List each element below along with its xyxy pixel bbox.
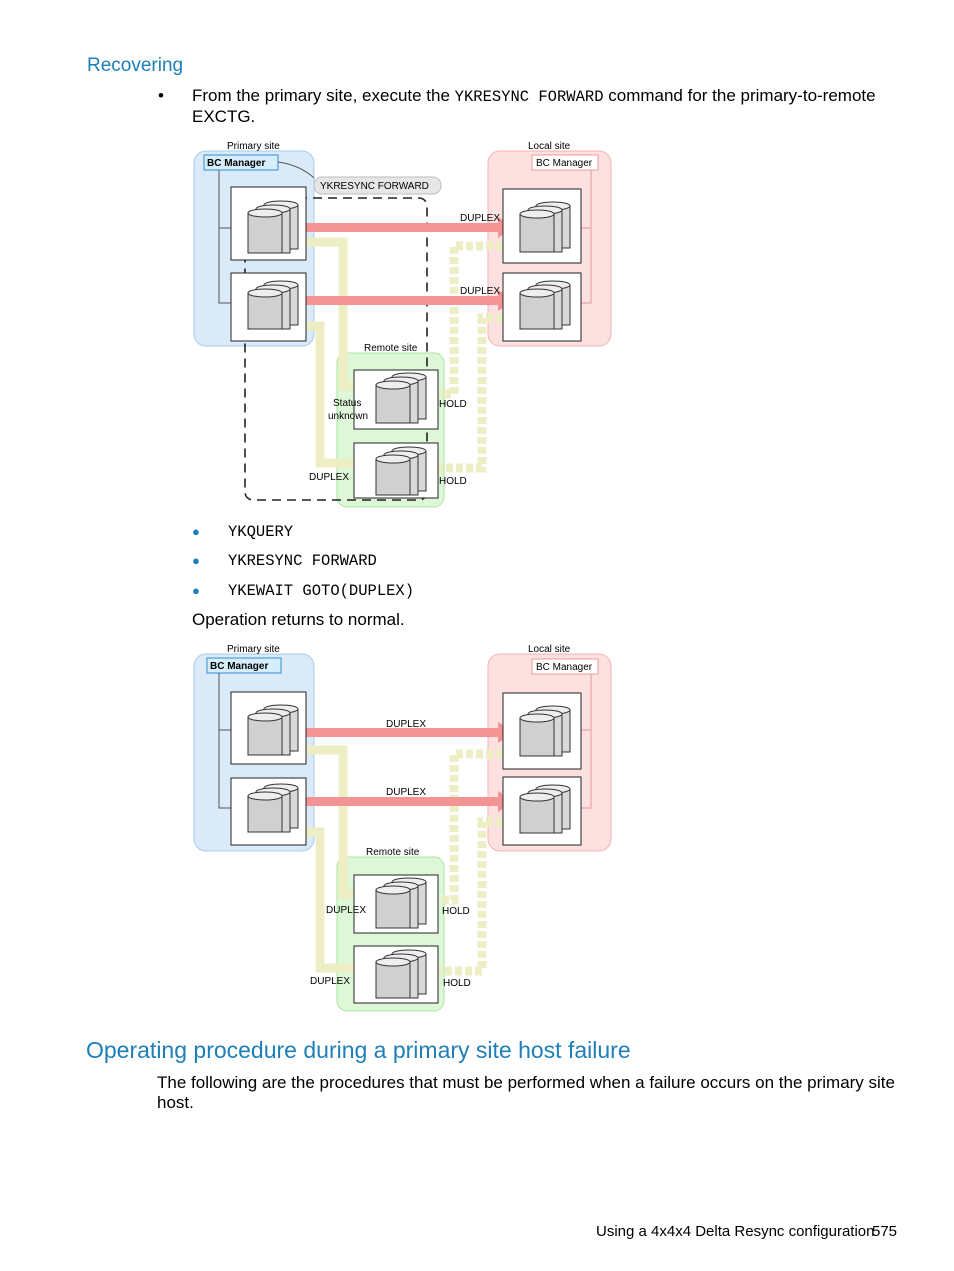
disk-stack-icon: [519, 705, 571, 757]
label-duplex-remote-2: DUPLEX: [310, 976, 350, 987]
step-text: From the primary site, execute the YKRES…: [192, 86, 912, 127]
bc-manager-local-label: BC Manager: [536, 662, 593, 673]
disk-stack-icon: [247, 200, 299, 254]
step-text-after: command for the primary-to-remote: [608, 86, 876, 105]
yellow-dashed-arrow-2: [440, 817, 503, 976]
yellow-arrow-2: [301, 827, 360, 973]
label-duplex-mid: DUPLEX: [460, 286, 500, 297]
disk-stack-icon: [247, 280, 299, 330]
label-status: Status: [333, 398, 361, 409]
bullet-icon: ●: [192, 583, 200, 598]
bc-manager-primary-label: BC Manager: [210, 661, 268, 672]
yellow-dashed-arrow-1: [438, 749, 503, 905]
disk-stack-icon: [519, 280, 571, 330]
disk-stack-icon: [375, 949, 427, 999]
list-item: ● YKEWAIT GOTO(DUPLEX): [192, 582, 414, 600]
section-heading: Operating procedure during a primary sit…: [86, 1037, 631, 1063]
bc-manager-local-box: [531, 658, 599, 675]
label-duplex-mid: DUPLEX: [386, 787, 426, 798]
label-hold-2: HOLD: [443, 978, 471, 989]
disk-stack-icon: [247, 783, 299, 833]
label-hold-1: HOLD: [439, 399, 467, 410]
disk-stack-icon: [519, 784, 571, 834]
label-unknown: unknown: [328, 411, 368, 422]
disk-stack-icon: [375, 877, 427, 929]
step-text-line2: EXCTG.: [192, 107, 256, 126]
disk-stack-icon: [375, 372, 427, 424]
step-command: YKRESYNC FORWARD: [454, 88, 604, 106]
disk-stack-icon: [375, 446, 427, 496]
bc-manager-primary-box: [206, 657, 282, 674]
bc-manager-local-label: BC Manager: [536, 158, 593, 169]
label-duplex-top: DUPLEX: [386, 719, 426, 730]
paragraph-line-1: The following are the procedures that mu…: [157, 1073, 895, 1092]
yellow-dashed-arrow-1: [438, 241, 503, 399]
yellow-arrow-2: [301, 321, 360, 468]
exctg-boundary: [244, 197, 428, 501]
result-text: Operation returns to normal.: [192, 610, 405, 629]
local-host-connector: [581, 674, 592, 809]
primary-host-connector: [218, 673, 231, 809]
red-arrow-2: [301, 296, 499, 305]
label-duplex-top: DUPLEX: [460, 213, 500, 224]
step-text-before: From the primary site, execute the: [192, 86, 450, 105]
label-hold-2: HOLD: [439, 476, 467, 487]
primary-site-label: Primary site: [227, 141, 280, 152]
command-item: YKQUERY: [228, 523, 294, 541]
disk-stack-icon: [247, 704, 299, 756]
local-site-label: Local site: [528, 644, 571, 655]
label-duplex-remote: DUPLEX: [309, 472, 349, 483]
command-item: YKEWAIT GOTO(DUPLEX): [228, 582, 415, 600]
red-arrow-2: [301, 797, 499, 806]
remote-site-label: Remote site: [366, 847, 420, 858]
footer-chapter: Using a 4x4x4 Delta Resync configuration: [596, 1223, 875, 1240]
primary-host-connector: [218, 170, 231, 304]
local-host-connector: [581, 170, 592, 304]
bullet-icon: ●: [192, 524, 200, 539]
command-item: YKRESYNC FORWARD: [228, 552, 377, 570]
paragraph-line-2: host.: [157, 1093, 194, 1112]
remote-site-label: Remote site: [364, 343, 418, 354]
diagram-2: Primary site Local site Remote site BC M…: [193, 644, 612, 1012]
footer-page-number: 575: [872, 1223, 898, 1240]
label-duplex-remote-1: DUPLEX: [326, 905, 366, 916]
command-callout-label: YKRESYNC FORWARD: [320, 181, 429, 192]
diagram-1: Primary site Local site Remote site BC M…: [193, 141, 612, 508]
step-bullet: •: [158, 86, 164, 105]
section-subheading: Recovering: [87, 55, 184, 76]
yellow-dashed-arrow-2: [440, 313, 503, 473]
bullet-icon: ●: [192, 553, 200, 568]
red-arrow-1: [301, 223, 499, 232]
list-item: ● YKRESYNC FORWARD: [192, 552, 377, 570]
command-callout: [313, 176, 442, 195]
primary-site-label: Primary site: [227, 644, 280, 655]
disk-stack-icon: [519, 201, 571, 253]
local-site-label: Local site: [528, 141, 571, 152]
list-item: ● YKQUERY: [192, 523, 293, 541]
label-hold-1: HOLD: [442, 906, 470, 917]
section-paragraph: The following are the procedures that mu…: [157, 1073, 917, 1113]
red-arrow-1: [301, 728, 499, 737]
bc-manager-local-box: [531, 154, 599, 171]
callout-pointer: [277, 161, 315, 179]
bc-manager-primary-label: BC Manager: [207, 158, 265, 169]
